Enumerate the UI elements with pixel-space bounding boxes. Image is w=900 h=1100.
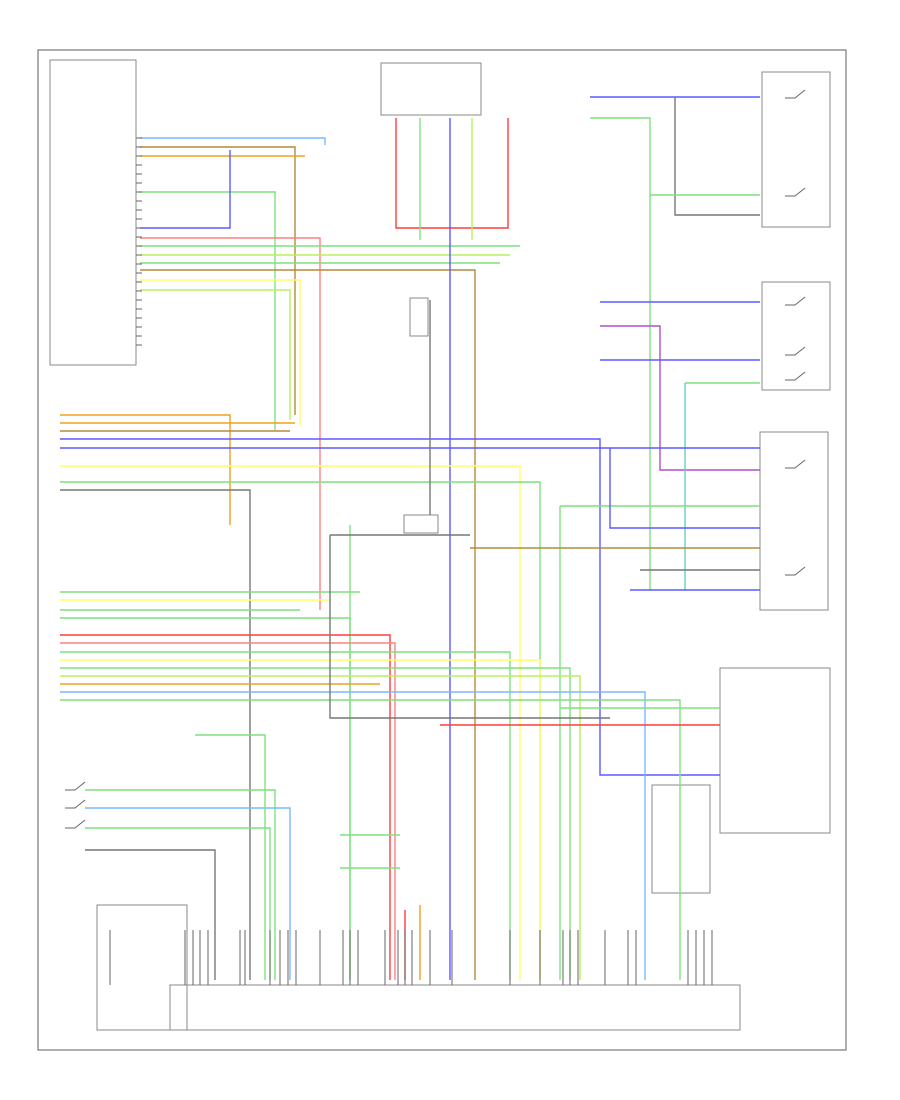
door-lock-module-box: [719, 667, 831, 834]
switch-contact: [785, 566, 806, 576]
wire-gray: [60, 489, 251, 980]
control-module-left: [49, 59, 137, 366]
wire-green: [60, 651, 511, 980]
wire-yellow: [140, 279, 301, 425]
ground-center: [403, 514, 439, 534]
small-relay-box: [651, 784, 711, 894]
wire-pink: [140, 237, 321, 610]
switch-symbols: [65, 89, 806, 829]
wire-brown: [140, 146, 296, 415]
switch-contact: [785, 346, 806, 356]
diagram-frame: [37, 49, 847, 1051]
wire-yellow: [60, 465, 521, 980]
connector-pins: [109, 930, 713, 985]
switch-contact: [785, 296, 806, 306]
wire-gray: [85, 849, 216, 980]
wire-lightblue: [60, 691, 646, 980]
wire-lightblue: [140, 137, 326, 145]
wire-blue: [60, 438, 720, 776]
switch-contact: [785, 371, 806, 381]
wire-green: [195, 734, 266, 980]
dimmer-box: [409, 297, 429, 337]
switch-contact: [785, 89, 806, 99]
wire-red: [60, 634, 391, 980]
connector-stubs: [136, 137, 142, 346]
left-connector-box: [96, 904, 188, 1031]
front-door-switch-box: [761, 71, 831, 228]
wire-yellow: [60, 659, 541, 980]
wire-purple: [600, 325, 760, 471]
lower-connector-block: [169, 984, 741, 1031]
switch-contact: [65, 819, 86, 829]
rear-door-switch-box: [761, 281, 831, 391]
wire-blue: [140, 150, 231, 229]
wire-lime: [140, 289, 291, 420]
lock-actuator-box: [759, 431, 829, 611]
wire-brown: [140, 269, 476, 980]
wire-red: [395, 118, 509, 229]
wire-gray: [329, 535, 610, 719]
switch-contact: [785, 459, 806, 469]
wire-green: [60, 617, 351, 980]
switch-contact: [785, 187, 806, 197]
wire-pink: [60, 642, 396, 980]
wire-orange: [60, 414, 231, 525]
wire-green: [85, 789, 276, 980]
wire-gray: [674, 97, 760, 216]
component-boxes: [49, 59, 831, 1031]
wire-green: [140, 191, 276, 430]
wire-green: [590, 117, 651, 590]
wire-lime: [60, 675, 581, 980]
wires: [60, 96, 760, 980]
switch-contact: [65, 781, 86, 791]
wire-blue: [609, 448, 760, 529]
wire-green: [60, 667, 571, 980]
wire-green: [60, 699, 681, 980]
switch-contact: [65, 799, 86, 809]
wire-lightblue: [85, 807, 291, 980]
relay-top-center: [380, 62, 482, 116]
wire-green: [85, 827, 271, 980]
